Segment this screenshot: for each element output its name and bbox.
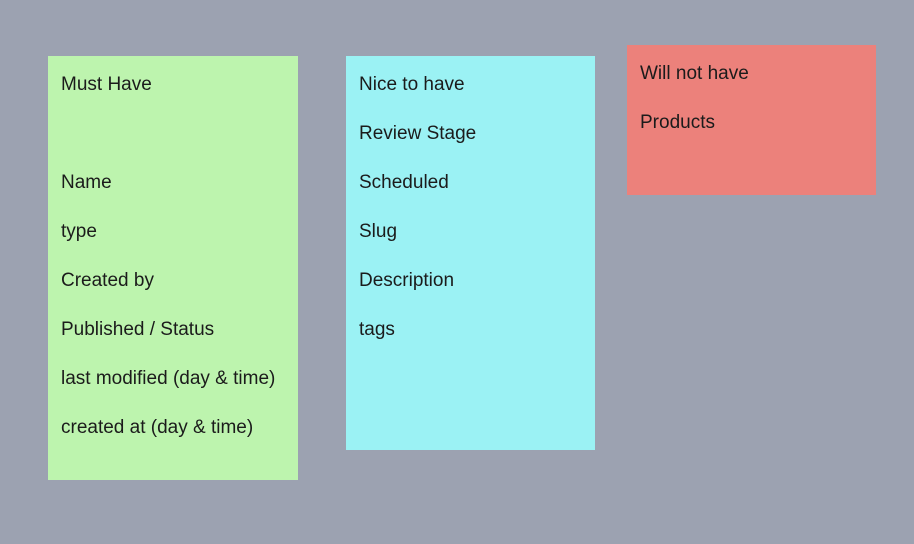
note-item: Slug — [359, 221, 398, 242]
note-heading: Will not have — [640, 63, 749, 84]
note-heading: Must Have — [61, 74, 152, 95]
note-item: Scheduled — [359, 172, 449, 193]
sticky-note-will-not-have[interactable]: Will not have Products — [627, 45, 876, 195]
note-item: tags — [359, 319, 395, 340]
sticky-note-must-have[interactable]: Must Have Name type Created by Published… — [48, 56, 298, 480]
note-heading: Nice to have — [359, 74, 465, 95]
note-item: Name — [61, 172, 112, 193]
sticky-note-nice-to-have[interactable]: Nice to have Review Stage Scheduled Slug… — [346, 56, 595, 450]
note-item: Published / Status — [61, 319, 215, 340]
note-item: Review Stage — [359, 123, 477, 144]
note-item: last modified (day & time) — [61, 368, 276, 389]
note-item: created at (day & time) — [61, 417, 254, 438]
note-item: Products — [640, 112, 715, 133]
note-item: Description — [359, 270, 455, 291]
note-item: type — [61, 221, 97, 242]
note-item: Created by — [61, 270, 154, 291]
